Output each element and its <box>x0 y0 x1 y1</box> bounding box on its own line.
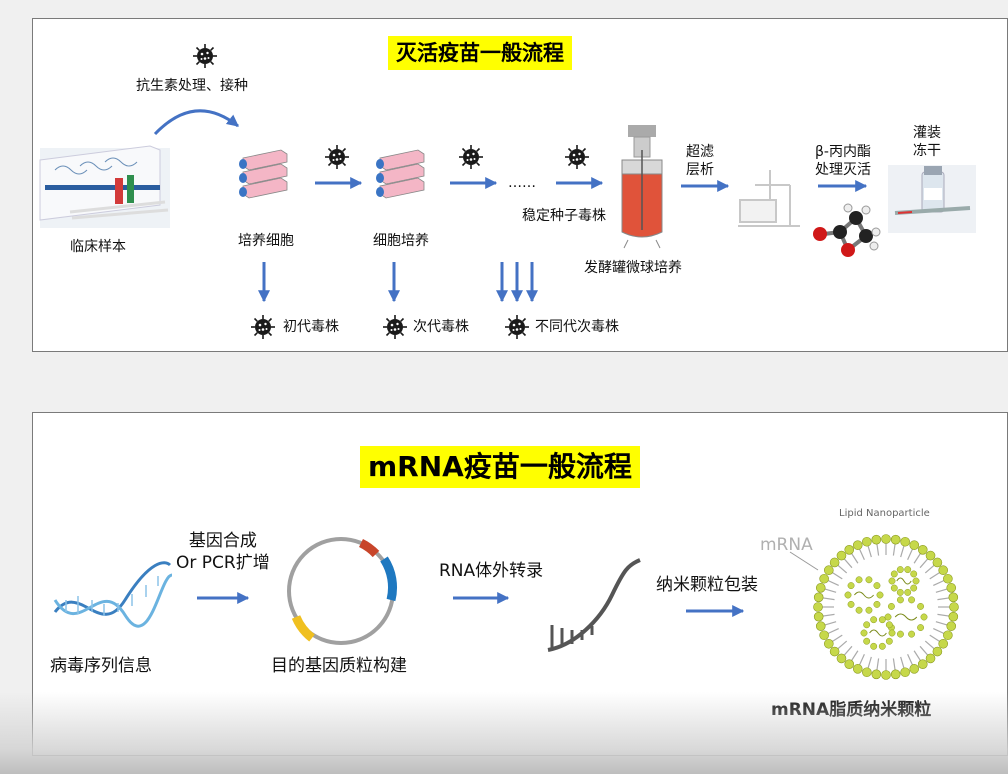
virus-sequence-label: 病毒序列信息 <box>50 656 152 676</box>
mrna-pointer-line <box>789 551 819 571</box>
culture-cells-label: 培养细胞 <box>238 233 294 249</box>
stable-seed-label: 稳定种子毒株 <box>522 208 606 224</box>
clinical-sample-image <box>39 145 170 228</box>
inactivated-title: 灭活疫苗一般流程 <box>388 36 572 70</box>
first-gen-label: 初代毒株 <box>283 319 339 335</box>
top-diagram-graphics <box>39 43 976 340</box>
chromatography-image <box>738 170 800 227</box>
dna-helix-image <box>53 561 173 628</box>
lnp-label: mRNA脂质纳米颗粒 <box>771 700 932 720</box>
mrna-title: mRNA疫苗一般流程 <box>360 446 640 488</box>
clinical-sample-label: 临床样本 <box>70 239 126 255</box>
plasmid-image <box>287 537 397 645</box>
molecule-image <box>813 203 881 257</box>
ultrafiltration-label: 超滤 层析 <box>686 144 714 178</box>
curved-arrow <box>153 109 239 136</box>
plasmid-label: 目的基因质粒构建 <box>271 656 407 676</box>
inactivation-label: β-丙内酯 处理灭活 <box>815 144 871 178</box>
lnp-tag-label: Lipid Nanoparticle <box>839 508 930 519</box>
second-gen-label: 次代毒株 <box>413 319 469 335</box>
mrna-tag-label: mRNA <box>760 535 813 555</box>
transcription-label: RNA体外转录 <box>439 561 544 581</box>
packaging-label: 纳米颗粒包装 <box>656 575 758 595</box>
cell-culture-label: 细胞培养 <box>373 233 429 249</box>
diff-gen-label: 不同代次毒株 <box>535 319 619 335</box>
gene-synthesis-label: 基因合成 Or PCR扩增 <box>176 531 270 573</box>
vial-syringe-image <box>888 165 976 233</box>
ellipsis-label: …… <box>508 175 536 191</box>
fermenter-image <box>621 125 663 249</box>
filling-label: 灌装 冻干 <box>913 125 941 159</box>
antibiotic-label: 抗生素处理、接种 <box>136 78 248 94</box>
rna-strand-image <box>547 558 641 652</box>
lipid-nanoparticle-image <box>813 534 959 680</box>
fermenter-label: 发酵罐微球培养 <box>584 260 682 276</box>
